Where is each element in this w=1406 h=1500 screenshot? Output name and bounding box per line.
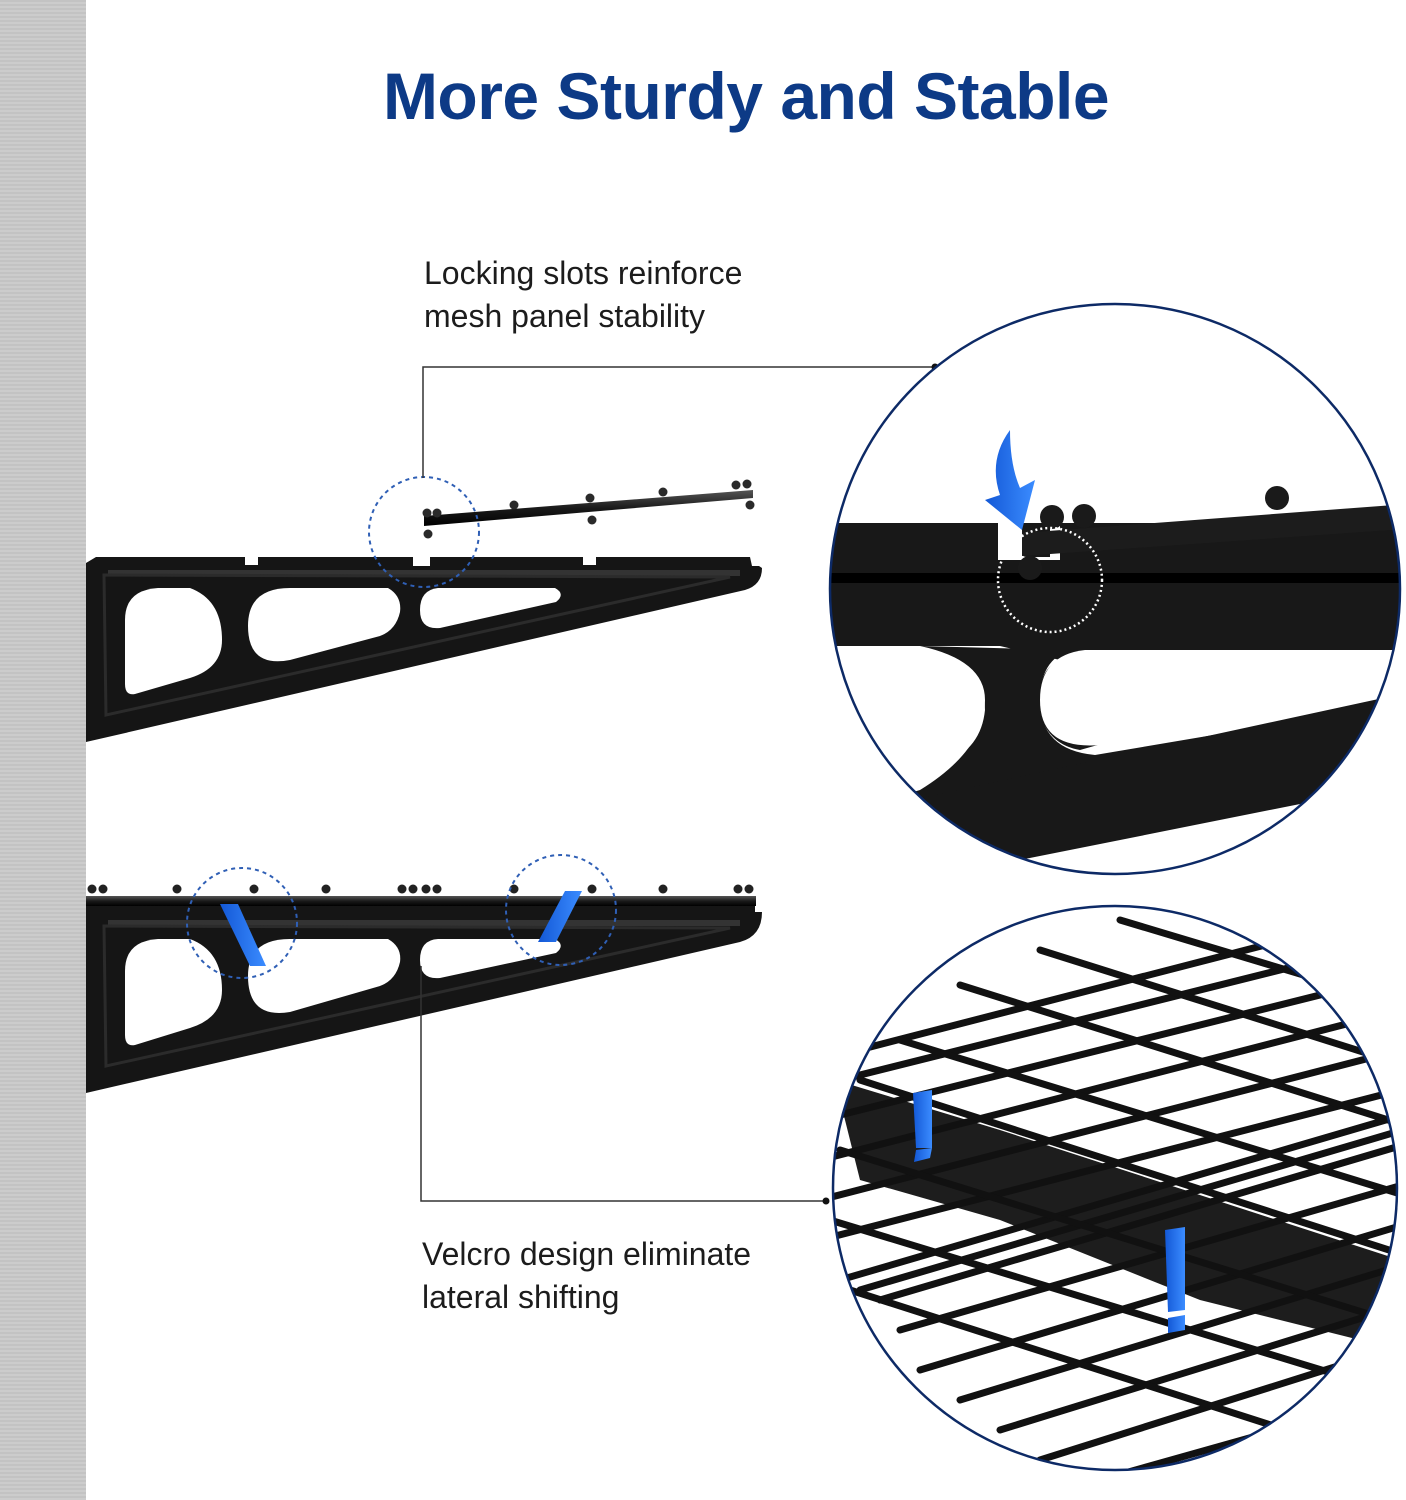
- callout-line: Velcro design eliminate: [422, 1236, 752, 1272]
- velcro-strap-icon: [220, 904, 266, 966]
- velcro-strap-icon: [1165, 1227, 1185, 1312]
- zoom-circle-velcro: [831, 904, 1399, 1472]
- zoom-circle-locking-slot: [828, 302, 1402, 876]
- down-arrow-icon: [985, 430, 1035, 530]
- callout-line: mesh panel stability: [424, 298, 706, 334]
- velcro-strap-icon: [538, 891, 582, 942]
- lower-bracket: [86, 854, 762, 1093]
- dotted-highlight-icon: [996, 526, 1104, 634]
- callout-line: Locking slots reinforce: [424, 255, 743, 291]
- callout-locking-slots: Locking slots reinforce mesh panel stabi…: [424, 252, 742, 338]
- velcro-strap-icon: [913, 1090, 932, 1148]
- connector-line: [420, 966, 826, 1202]
- page-title: More Sturdy and Stable: [382, 59, 1110, 133]
- connector-line: [422, 366, 935, 478]
- dotted-highlight-icon: [505, 854, 617, 966]
- upper-bracket: [86, 476, 762, 742]
- dotted-highlight-icon: [186, 867, 298, 979]
- dotted-highlight-icon: [368, 476, 480, 588]
- wall-background: [0, 0, 86, 1500]
- callout-velcro: Velcro design eliminate lateral shifting: [422, 1233, 751, 1319]
- callout-line: lateral shifting: [422, 1279, 620, 1315]
